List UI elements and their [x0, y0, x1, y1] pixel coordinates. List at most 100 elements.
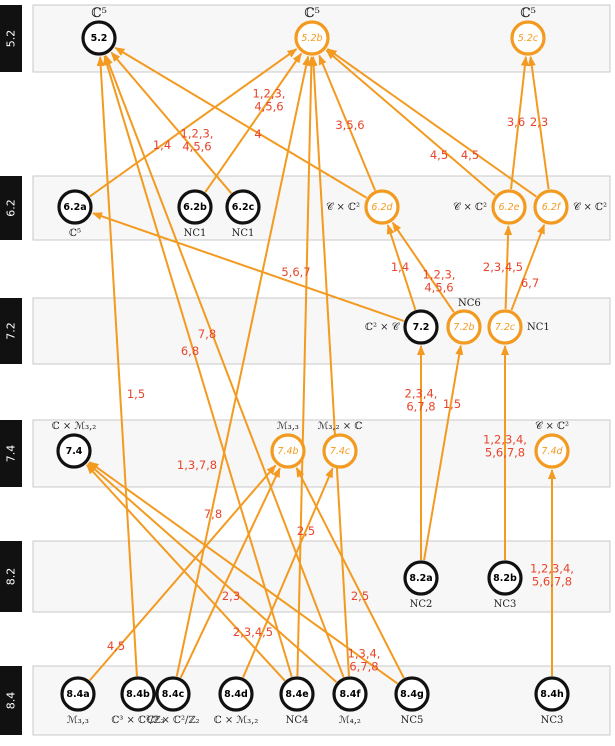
edge-label: 7,8 — [204, 507, 222, 521]
node-7.4c: 7.4c ℳ₃,₂ × ℂ — [318, 421, 363, 469]
node-8.4d: 8.4d ℂ × ℳ₃,₂ — [214, 676, 259, 726]
edge-label: 1,4 — [391, 260, 409, 274]
row-label: 5.2 — [5, 30, 18, 48]
node-circle — [57, 189, 93, 225]
node-label: 7.2c — [495, 322, 516, 333]
node-annotation: ℳ₃,₃ — [67, 715, 89, 726]
node-circle — [403, 560, 439, 596]
node-circle — [533, 189, 569, 225]
node-6.2d: 6.2d𝒞 × ℂ² — [326, 189, 400, 225]
edge-8.4c-to-5.2b — [175, 55, 311, 677]
node-annotation: NC6 — [458, 298, 481, 309]
edge-6.2f-to-5.2c — [527, 55, 550, 190]
edge-6.2e-to-5.2b — [325, 49, 496, 197]
edge-label: 1,5 — [443, 397, 461, 411]
edge-8.4e-to-7.4 — [86, 464, 286, 682]
row-band-7.4: 7.4 — [0, 419, 611, 488]
node-label: 8.4a — [66, 689, 89, 700]
edge-label: 4,5 — [461, 148, 479, 162]
node-label: 8.2a — [409, 573, 432, 584]
node-annotation: ℳ₄,₂ — [339, 715, 361, 726]
node-annotation: NC4 — [286, 715, 309, 726]
edge-label: 2,3 — [222, 589, 240, 603]
node-circle — [60, 676, 96, 712]
row-label: 8.2 — [5, 568, 18, 586]
edge-6.2d-to-5.2b — [318, 54, 377, 191]
edge-label: 2,3,4,5 — [483, 260, 523, 274]
node-label: 6.2c — [232, 202, 254, 213]
node-circle — [177, 189, 213, 225]
edge-label: 2,3 — [530, 115, 548, 129]
node-annotation: 𝒞 × ℂ² — [453, 202, 487, 213]
row-band-rect — [32, 540, 611, 613]
node-7.4: 7.4ℂ × ℳ₃,₂ — [52, 421, 96, 469]
node-circle — [120, 676, 156, 712]
node-annotation: ℂ² × 𝒞 — [365, 322, 401, 333]
node-circle — [294, 20, 330, 56]
node-circle — [487, 560, 523, 596]
node-annotation: NC1 — [184, 228, 207, 239]
node-label: 7.2 — [413, 322, 430, 333]
edge-label: 4,5 — [107, 639, 125, 653]
node-annotation: NC3 — [494, 599, 517, 610]
edge-label: 1,2,3,4,5,6,7,8 — [530, 562, 574, 589]
edge-8.4f-to-7.4 — [87, 462, 338, 683]
edge-6.2e-to-5.2c — [510, 55, 529, 190]
edge-7.2b-to-6.2d — [391, 221, 455, 313]
edge-label: 4,5 — [430, 148, 448, 162]
node-label: 8.4d — [224, 689, 248, 700]
edge-6.2b-to-5.2b — [204, 52, 303, 193]
node-circle — [56, 433, 92, 469]
edges — [86, 46, 556, 685]
edge-8.4b-to-5.2 — [96, 55, 138, 677]
edge-6.2c-to-5.2 — [110, 51, 233, 194]
edge-label: 6,8 — [181, 344, 199, 358]
node-circle — [270, 433, 306, 469]
node-circle — [491, 189, 527, 225]
edge-label: 3,5,6 — [335, 118, 364, 132]
edge-7.2c-to-6.2f — [510, 223, 546, 311]
node-label: 6.2e — [499, 202, 520, 213]
edge-8.4f-to-5.2b — [309, 55, 350, 677]
node-annotation: ℂ³ × ℂ²/ℤ₂ — [146, 715, 199, 726]
node-annotation: ℳ₃,₃ — [277, 421, 299, 432]
edge-label: 3,6 — [507, 115, 525, 129]
node-circle — [279, 676, 315, 712]
node-circle — [510, 20, 546, 56]
edge-6.2a-to-5.2b — [89, 48, 298, 198]
node-circle — [218, 676, 254, 712]
row-band-rect — [32, 297, 611, 365]
node-annotation: ℳ₃,₂ × ℂ — [318, 421, 363, 432]
node-circle — [403, 309, 439, 345]
node-circle — [155, 676, 191, 712]
edge-8.4g-to-7.4 — [88, 461, 398, 685]
edge-8.4e-to-5.2b — [296, 55, 316, 677]
edge-label: 2,5 — [297, 524, 315, 538]
edge-8.4c-to-7.4b — [179, 467, 281, 679]
node-label: 7.4b — [277, 446, 298, 457]
node-label: 6.2b — [183, 202, 207, 213]
node-label: 7.4c — [330, 446, 351, 457]
node-annotation: ℂ × ℳ₃,₂ — [214, 715, 259, 726]
edge-label: 6,7 — [521, 276, 539, 290]
edge-8.4e-to-5.2 — [103, 55, 293, 678]
row-label: 7.4 — [5, 445, 18, 463]
node-annotation: NC5 — [401, 715, 424, 726]
edge-8.2a-to-7.2b — [423, 344, 464, 561]
node-annotation: NC3 — [541, 715, 564, 726]
edge-label: 1,2,3,4,5,6,7,8 — [483, 433, 527, 460]
row-label: 7.2 — [5, 322, 18, 340]
edge-8.4a-to-7.4b — [89, 464, 277, 682]
node-label: 7.2b — [453, 322, 474, 333]
edge-label: 1,3,7,8 — [177, 458, 217, 472]
